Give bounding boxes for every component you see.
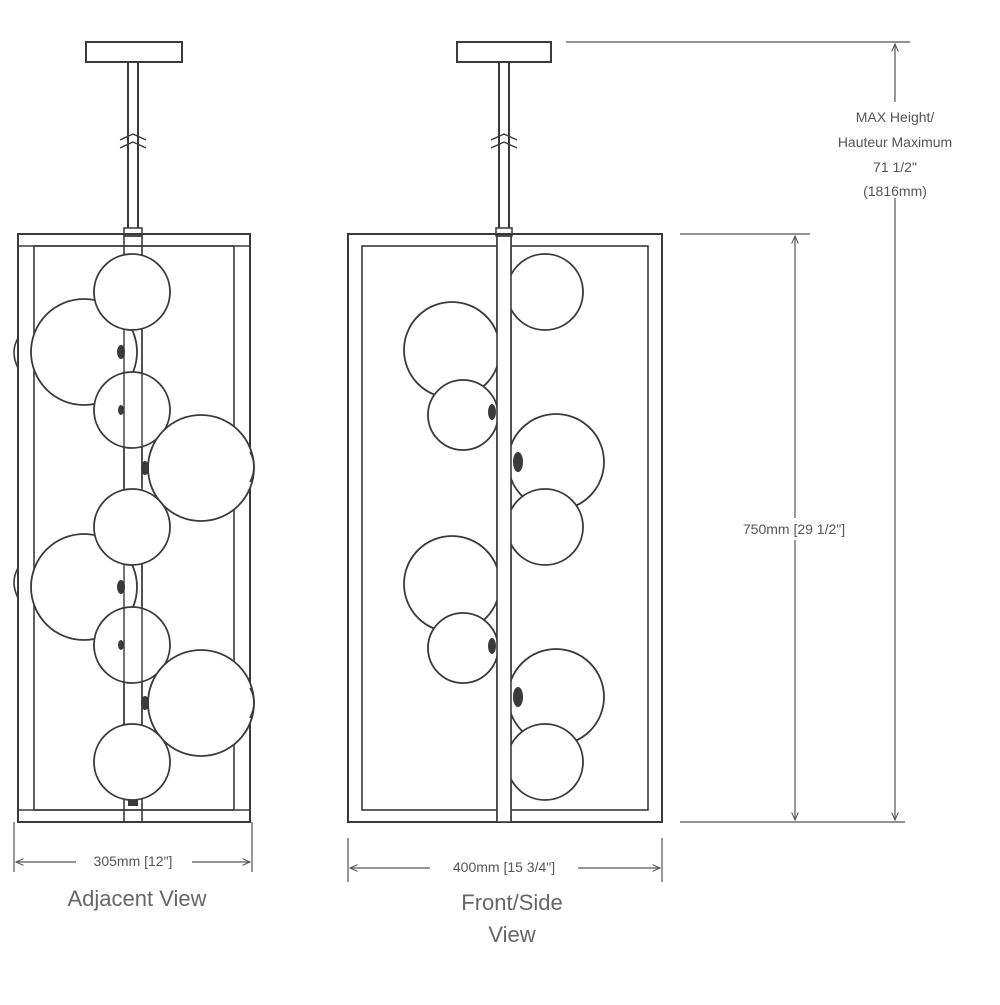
globe [93,253,171,331]
globe [506,488,584,566]
globe [93,488,171,566]
globe [93,371,171,449]
globe [506,723,584,801]
globe [506,253,584,331]
front-view-title-line2: View [488,922,535,947]
adjacent-stem [127,61,139,233]
globe [93,723,171,801]
adjacent-view-fixture [13,41,255,823]
adjacent-width-label: 305mm [12"] [94,853,173,869]
globe [93,606,171,684]
max-height-line4: (1816mm) [863,183,927,199]
front-side-view-fixture [347,41,663,823]
front-view-title-line1: Front/Side [461,890,563,915]
adjacent-view-title: Adjacent View [67,886,206,911]
adjacent-globes [30,253,255,801]
globe [427,379,499,451]
adjacent-canopy [85,41,183,63]
front-stem [498,61,510,233]
front-stem-break [490,133,518,149]
front-globes [403,253,605,801]
max-height-line2: Hauteur Maximum [838,134,952,150]
adjacent-stem-break [119,133,147,149]
max-height-line3: 71 1/2" [873,159,917,175]
front-canopy [456,41,552,63]
max-height-line1: MAX Height/ [856,109,935,125]
height-label: 750mm [29 1/2"] [743,521,845,537]
globe [427,612,499,684]
front-width-label: 400mm [15 3/4"] [453,859,555,875]
